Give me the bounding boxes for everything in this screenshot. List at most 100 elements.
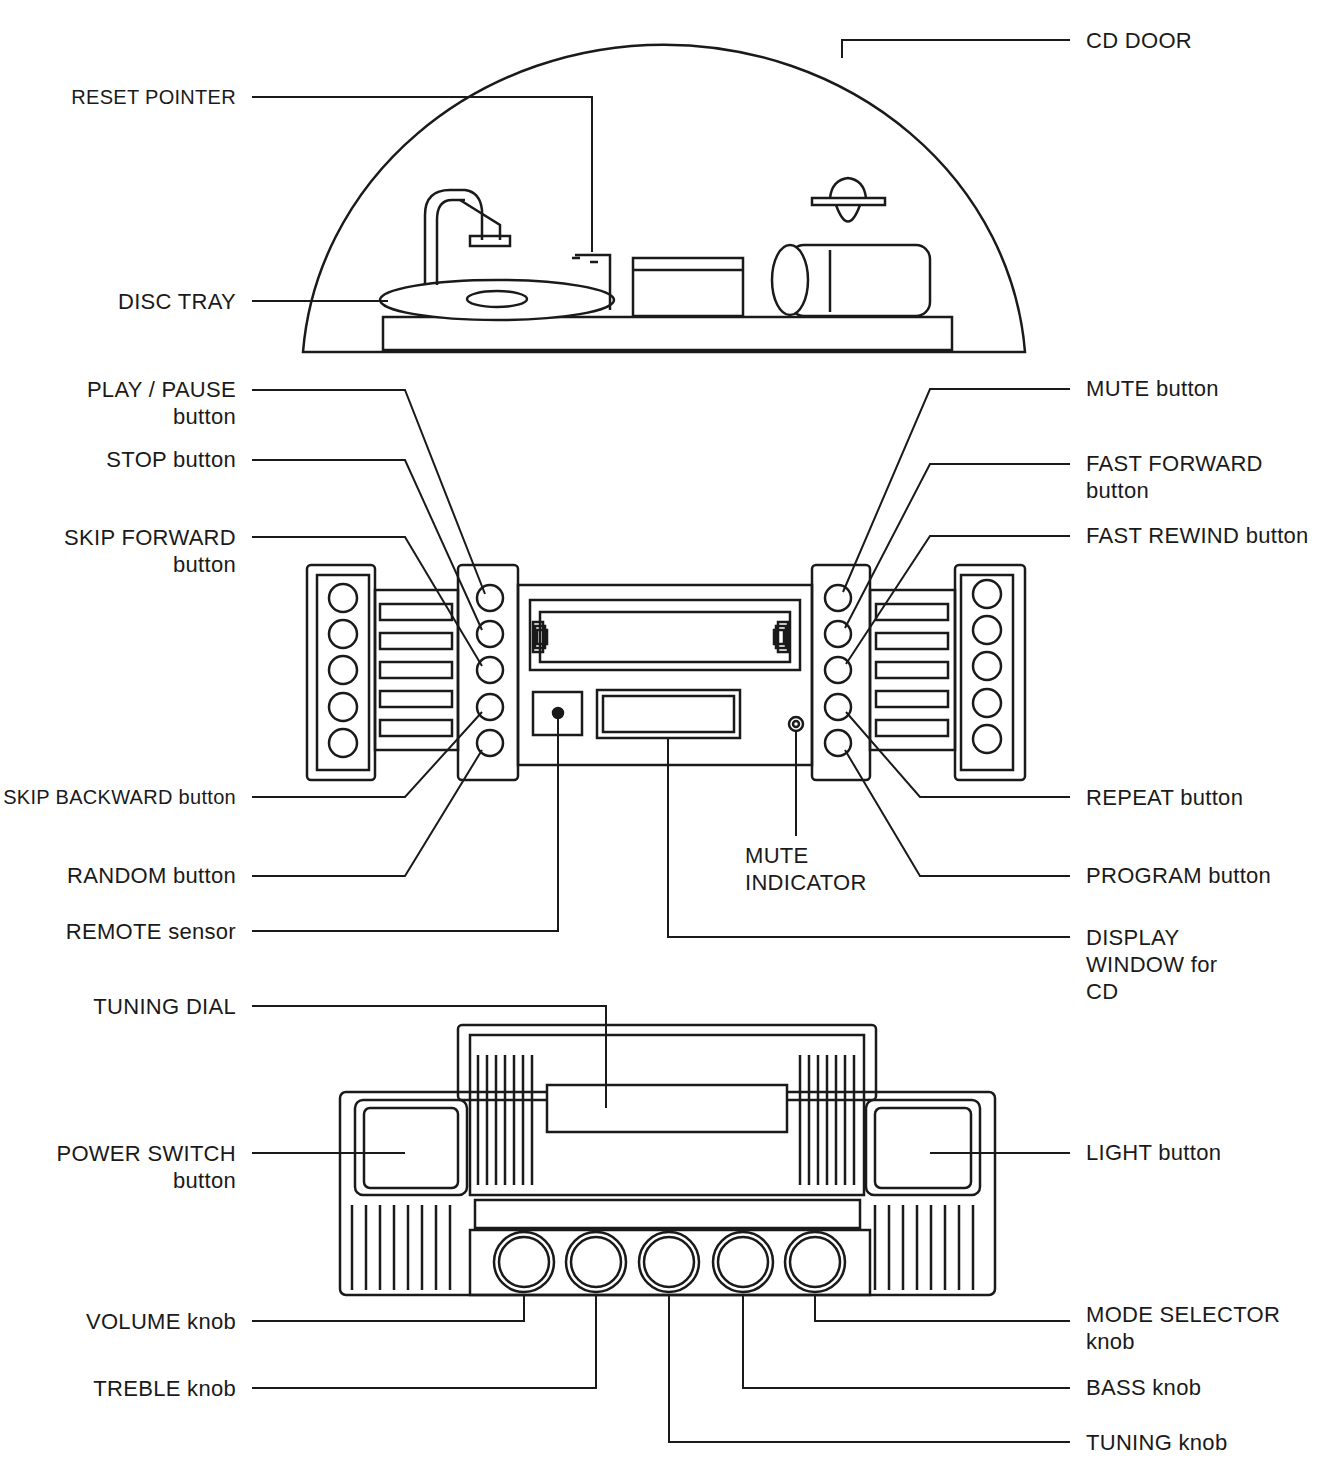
leader-line: [252, 750, 482, 876]
cd-panel-stroke-stroke: [329, 693, 357, 721]
part-label: FAST REWIND button: [1086, 522, 1312, 549]
leader-line: [846, 536, 1070, 664]
radio-unit-stroke-stroke: [531, 1055, 534, 1185]
radio-unit-stroke: [352, 1055, 973, 1292]
part-label: REMOTE sensor: [16, 918, 236, 945]
cd-panel-stroke: [518, 585, 812, 765]
cd-panel-stroke-stroke: [876, 633, 948, 649]
radio-unit-stroke-stroke: [504, 1055, 507, 1185]
radio-unit-stroke-stroke: [902, 1205, 905, 1290]
part-label: TUNING knob: [1086, 1429, 1306, 1456]
part-label: DISC TRAY: [36, 288, 236, 315]
radio-unit-stroke-stroke: [379, 1205, 382, 1290]
radio-unit-stroke-stroke: [835, 1055, 838, 1185]
leader-line: [252, 1295, 596, 1388]
cd-panel-stroke-stroke: [477, 585, 503, 611]
cd-panel-stroke-stroke: [477, 657, 503, 683]
radio-unit-stroke-stroke: [495, 1055, 498, 1185]
leader-line: [743, 1295, 1070, 1388]
leader-line: [845, 464, 1070, 628]
cd-dome-stroke: [425, 190, 482, 285]
radio-unit-stroke-stroke: [494, 1232, 554, 1292]
leader-line: [815, 1295, 1070, 1321]
leader-line: [845, 750, 1070, 876]
radio-unit-stroke-stroke: [393, 1205, 396, 1290]
cd-dome: [303, 45, 1025, 352]
radio-unit-stroke-stroke: [365, 1205, 368, 1290]
leader-line: [842, 40, 1070, 58]
leader-line: [252, 1295, 524, 1321]
part-label: FAST FORWARD button: [1086, 450, 1312, 504]
cd-panel-stroke: [793, 721, 799, 727]
radio-unit-stroke: [355, 1100, 467, 1195]
cd-panel-stroke-stroke: [973, 725, 1001, 753]
part-label: MUTE button: [1086, 375, 1306, 402]
radio-unit-stroke-stroke: [639, 1232, 699, 1292]
cd-dome-stroke: [383, 317, 952, 350]
part-label: PLAY / PAUSE button: [56, 376, 236, 430]
part-label: STOP button: [36, 446, 236, 473]
leader-line: [252, 97, 592, 252]
cd-panel-stroke-stroke: [380, 662, 452, 678]
cd-panel-stroke-stroke: [380, 604, 452, 620]
cd-panel-stroke: [955, 565, 1025, 780]
cd-panel-stroke: [597, 690, 740, 738]
radio-unit-stroke-stroke: [522, 1055, 525, 1185]
radio-unit-stroke-stroke: [718, 1237, 768, 1287]
radio-unit-stroke-stroke: [888, 1205, 891, 1290]
cd-panel-stroke-stroke: [825, 585, 851, 611]
cd-dome-stroke: [829, 250, 832, 312]
cd-dome-stroke: [812, 198, 885, 205]
cd-panel-stroke-stroke: [380, 633, 452, 649]
leader-line: [252, 390, 485, 594]
cd-dome-stroke: [830, 178, 866, 198]
cd-panel-stroke-stroke: [876, 691, 948, 707]
part-label: SKIP FORWARD button: [14, 524, 236, 578]
radio-unit-stroke-stroke: [571, 1237, 621, 1287]
radio-unit-stroke-stroke: [421, 1205, 424, 1290]
part-label: POWER SWITCH button: [6, 1140, 236, 1194]
radio-unit-stroke-stroke: [449, 1205, 452, 1290]
leader-line: [252, 537, 482, 666]
radio-unit-stroke-stroke: [808, 1055, 811, 1185]
cd-panel-stroke-stroke: [973, 652, 1001, 680]
radio-unit-stroke-stroke: [853, 1055, 856, 1185]
part-label: BASS knob: [1086, 1374, 1306, 1401]
leader-line: [252, 1152, 405, 1154]
cd-panel-stroke-stroke: [774, 630, 784, 644]
radio-unit: [340, 1025, 995, 1295]
cd-panel-stroke-stroke: [825, 694, 851, 720]
radio-unit-stroke-stroke: [790, 1237, 840, 1287]
radio-unit-stroke: [547, 1085, 787, 1132]
part-label: PROGRAM button: [1086, 862, 1322, 889]
cd-panel-stroke: [375, 590, 458, 750]
radio-unit-stroke-stroke: [972, 1205, 975, 1290]
cd-panel-stroke-stroke: [973, 616, 1001, 644]
cd-panel-stroke-stroke: [329, 620, 357, 648]
cd-panel-stroke: [870, 590, 955, 750]
cd-panel-stroke-stroke: [380, 720, 452, 736]
cd-dome-stroke: [633, 258, 743, 316]
cd-panel-stroke: [961, 575, 1013, 770]
part-label: CD DOOR: [1086, 27, 1286, 54]
leader-line: [668, 738, 1070, 937]
leader-line: [669, 1295, 1070, 1442]
cd-panel-stroke: [603, 696, 734, 732]
cd-panel-stroke-stroke: [329, 584, 357, 612]
part-label: REPEAT button: [1086, 784, 1316, 811]
radio-unit-stroke-stroke: [958, 1205, 961, 1290]
cd-panel-stroke-stroke: [876, 662, 948, 678]
cd-panel-stroke-stroke: [329, 656, 357, 684]
radio-unit-stroke-stroke: [513, 1055, 516, 1185]
part-label: MODE SELECTOR knob: [1086, 1301, 1322, 1355]
part-label: MUTE INDICATOR: [745, 842, 905, 896]
radio-unit-stroke-stroke: [785, 1232, 845, 1292]
leader-line: [252, 300, 388, 302]
radio-unit-stroke: [364, 1108, 458, 1188]
leader-line: [846, 712, 1070, 797]
radio-unit-stroke-stroke: [844, 1055, 847, 1185]
cd-dome-stroke: [437, 200, 465, 285]
cd-dome-stroke: [772, 245, 808, 315]
cd-dome-stroke: [303, 45, 1025, 352]
cd-panel-stroke-stroke: [973, 689, 1001, 717]
